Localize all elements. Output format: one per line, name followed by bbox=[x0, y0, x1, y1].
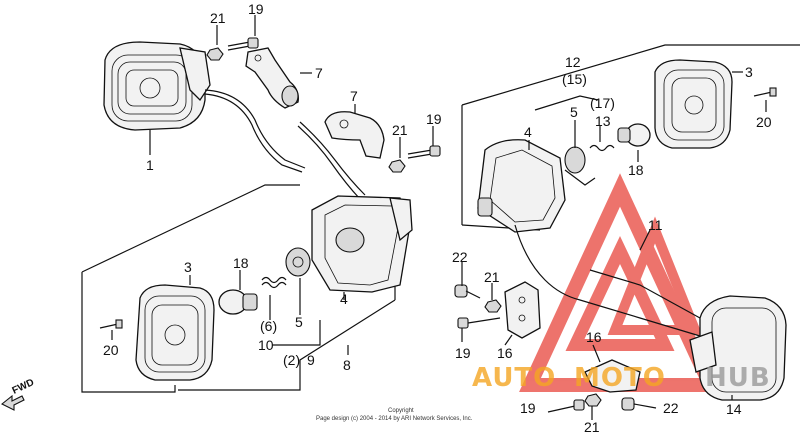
label-14: 14 bbox=[726, 401, 742, 417]
label-20-lower: 20 bbox=[103, 342, 119, 358]
socket-5-upper bbox=[564, 146, 596, 186]
label-9: 9 bbox=[307, 352, 315, 368]
copyright-line-1: Copyright bbox=[388, 408, 414, 414]
lens-3-upper bbox=[654, 59, 733, 149]
stay-16-lower bbox=[584, 359, 641, 393]
label-18-lower: 18 bbox=[233, 255, 249, 271]
label-13: 13 bbox=[595, 113, 611, 129]
label-6: (6) bbox=[260, 318, 277, 334]
wire-middle bbox=[299, 121, 366, 196]
label-22-upper: 22 bbox=[452, 249, 468, 265]
nut-21-bottom bbox=[584, 393, 602, 407]
lamp-body-4-upper bbox=[477, 139, 566, 233]
bolt-19-middle bbox=[407, 145, 441, 159]
watermark-logo bbox=[519, 173, 721, 392]
group-frame-right bbox=[461, 44, 800, 225]
watermark-triangle-inner bbox=[565, 235, 675, 351]
label-4-upper: 4 bbox=[524, 124, 532, 140]
label-2: (2) bbox=[283, 352, 300, 368]
wire-middle-b bbox=[297, 125, 361, 200]
watermark-text-hub: HUB bbox=[705, 363, 771, 393]
watermark-text-auto: AUTO bbox=[472, 363, 556, 393]
bolt-19-upper bbox=[227, 37, 259, 51]
lamp-housing-upper-left bbox=[103, 41, 211, 131]
bulb-18-lower bbox=[218, 289, 258, 315]
label-3-lower: 3 bbox=[184, 259, 192, 275]
label-21-middle: 21 bbox=[392, 122, 408, 138]
label-5-upper: 5 bbox=[570, 104, 578, 120]
label-19-lower-middle: 19 bbox=[455, 345, 471, 361]
label-19-middle: 19 bbox=[426, 111, 442, 127]
copyright-line-2: Page design (c) 2004 - 2014 by ARI Netwo… bbox=[316, 416, 473, 422]
label-22-bottom: 22 bbox=[663, 400, 679, 416]
label-10: 10 bbox=[258, 337, 274, 353]
stay-16-middle bbox=[504, 281, 541, 339]
bolt-19-bottom bbox=[547, 399, 585, 413]
wire-right bbox=[514, 224, 701, 337]
label-21-bottom: 21 bbox=[584, 419, 600, 435]
stay-part-7-middle bbox=[324, 111, 385, 159]
label-15: (15) bbox=[562, 71, 587, 87]
group-frame-left bbox=[81, 184, 300, 393]
stay-part-7-upper bbox=[245, 47, 299, 109]
spring-13 bbox=[589, 144, 615, 152]
label-7-upper: 7 bbox=[315, 65, 323, 81]
bolt-19-lower-middle bbox=[457, 317, 501, 329]
nut-21-lower-middle bbox=[484, 299, 502, 313]
lamp-14 bbox=[689, 295, 787, 401]
spring-6-lower bbox=[261, 276, 287, 289]
nut-21-middle bbox=[388, 159, 406, 173]
nut-21-upper bbox=[206, 47, 224, 61]
label-18-upper: 18 bbox=[628, 162, 644, 178]
label-8: 8 bbox=[343, 357, 351, 373]
label-5-lower: 5 bbox=[295, 314, 303, 330]
watermark-triangle-small bbox=[607, 216, 703, 335]
label-4-lower: 4 bbox=[340, 291, 348, 307]
label-21-upper-left: 21 bbox=[210, 10, 226, 26]
label-12: 12 bbox=[565, 54, 581, 70]
socket-5-lower bbox=[285, 247, 311, 277]
fwd-label: FWD bbox=[11, 377, 36, 397]
label-20-upper: 20 bbox=[756, 114, 772, 130]
leader-12 bbox=[534, 95, 599, 111]
label-17: (17) bbox=[590, 95, 615, 111]
label-16-lower: 16 bbox=[586, 329, 602, 345]
leader-lines bbox=[111, 15, 767, 420]
label-3-upper: 3 bbox=[745, 64, 753, 80]
label-11: 11 bbox=[648, 217, 663, 233]
label-21-lower-middle: 21 bbox=[484, 269, 500, 285]
label-1: 1 bbox=[146, 157, 154, 173]
wire-right-b bbox=[589, 269, 701, 319]
label-7-middle: 7 bbox=[350, 88, 358, 104]
screw-20-upper bbox=[753, 87, 777, 97]
label-16-middle: 16 bbox=[497, 345, 513, 361]
lamp-body-4-lower bbox=[311, 195, 413, 293]
bolt-22-bottom bbox=[621, 397, 657, 411]
bulb-18-upper bbox=[617, 123, 651, 147]
fwd-arrow: FWD bbox=[0, 377, 36, 411]
wire-upper-left-b bbox=[204, 93, 303, 173]
lens-3-lower bbox=[135, 284, 215, 381]
screw-20-lower bbox=[99, 319, 123, 329]
label-19-bottom: 19 bbox=[520, 400, 536, 416]
watermark-text-moto: MOTO bbox=[574, 363, 666, 393]
label-19-upper-left: 19 bbox=[248, 1, 264, 17]
bolt-22-upper bbox=[454, 284, 481, 299]
wire-upper-left bbox=[204, 89, 306, 169]
